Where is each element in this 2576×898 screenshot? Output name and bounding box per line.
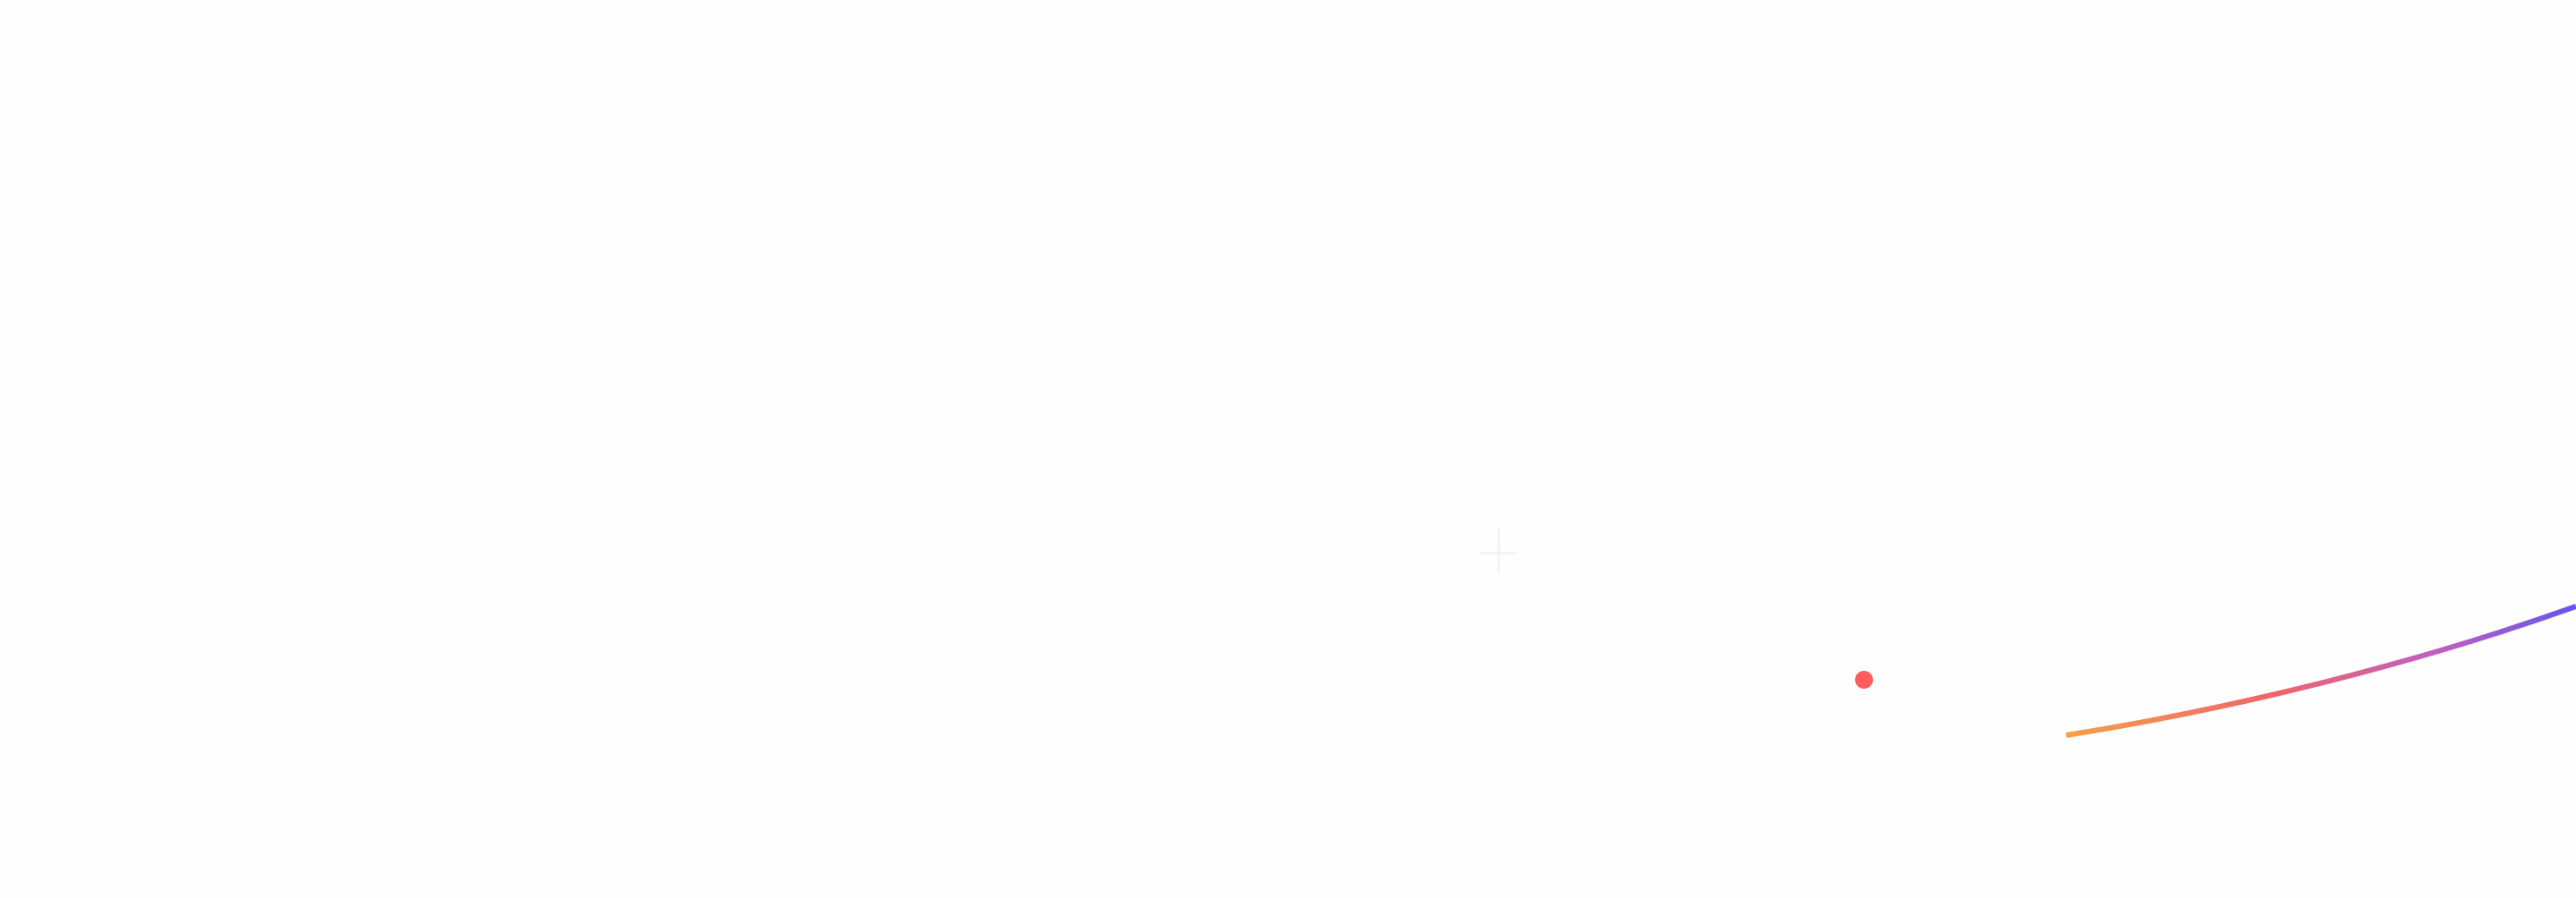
gradient-stroke-curve[interactable] <box>2065 604 2576 738</box>
crosshair-vertical-line <box>1497 528 1500 572</box>
crosshair-horizontal-line <box>1480 552 1516 555</box>
crosshair-icon <box>1480 528 1516 572</box>
dot-icon[interactable] <box>1855 671 1873 689</box>
